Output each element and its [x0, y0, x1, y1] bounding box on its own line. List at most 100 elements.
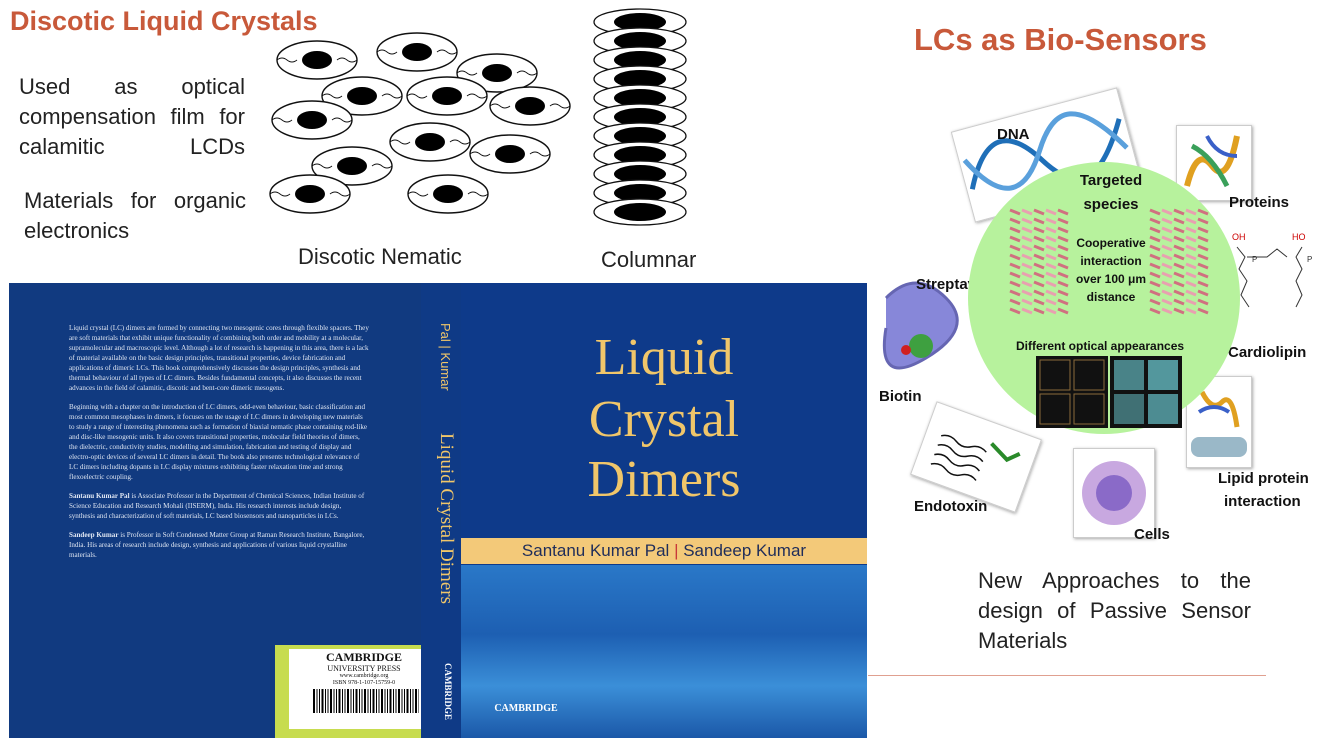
- svg-text:P: P: [1252, 255, 1257, 264]
- lc-molecule: [1045, 217, 1057, 225]
- streptavidin-image: [876, 258, 972, 390]
- targeted-label-2: species: [1083, 196, 1139, 213]
- barcode-bar: [359, 689, 360, 713]
- columnar-label: Columnar: [601, 247, 697, 272]
- lc-molecule: [1161, 235, 1173, 243]
- barcode-bar: [378, 689, 380, 713]
- barcode-bar: [333, 689, 335, 713]
- lc-molecule: [1197, 280, 1209, 288]
- barcode-bar: [319, 689, 320, 713]
- lc-molecule: [1173, 253, 1185, 261]
- barcode-bar: [355, 689, 358, 713]
- lc-molecule: [1161, 217, 1173, 225]
- organic-electronics-text: Materials for organic electronics: [24, 188, 246, 243]
- lc-molecule: [1033, 244, 1045, 252]
- lc-molecule: [1197, 253, 1209, 261]
- lc-molecule: [1009, 271, 1021, 279]
- proteins-image: [1176, 125, 1252, 201]
- lc-molecule: [1021, 307, 1033, 315]
- coop-label-2: interaction: [1080, 254, 1142, 268]
- spine-title: Liquid Crystal Dimers: [436, 433, 457, 604]
- lipid-label-line1: Lipid protein: [1218, 470, 1309, 487]
- lc-molecule: [1057, 289, 1069, 297]
- lc-molecule: [1045, 235, 1057, 243]
- front-cover: Liquid Crystal Dimers Santanu Kumar Pal …: [461, 283, 867, 738]
- optical-label: Different optical appearances: [1016, 339, 1185, 353]
- isbn: ISBN 978-1-107-15759-0: [332, 680, 396, 686]
- lc-molecule: [1033, 262, 1045, 270]
- back-cover-text: Liquid crystal (LC) dimers are formed by…: [69, 323, 369, 569]
- lc-molecule: [1173, 289, 1185, 297]
- lc-molecule: [1185, 208, 1197, 216]
- lc-molecule: [1009, 298, 1021, 306]
- barcode-bar: [384, 689, 386, 713]
- lc-molecule: [1149, 208, 1161, 216]
- spine-author: Kumar: [438, 352, 453, 391]
- barcode-bar: [321, 689, 324, 713]
- lc-molecule: [1033, 217, 1045, 225]
- front-title-line: Crystal: [588, 391, 740, 448]
- lc-molecule: [1173, 235, 1185, 243]
- barcode-bar: [364, 689, 366, 713]
- lc-molecule: [1009, 307, 1021, 315]
- lc-molecule: [1197, 262, 1209, 270]
- lc-molecule: [1173, 226, 1185, 234]
- lc-molecule: [1173, 244, 1185, 252]
- lc-molecule: [1009, 217, 1021, 225]
- publisher-url: www.cambridge.org: [339, 673, 389, 679]
- coop-label-4: distance: [1086, 290, 1136, 304]
- lc-molecule: [1197, 208, 1209, 216]
- lc-molecule: [1149, 271, 1161, 279]
- lc-molecule: [1021, 280, 1033, 288]
- optical-images: [1036, 356, 1182, 428]
- lc-molecule: [1149, 235, 1161, 243]
- publisher-box: CAMBRIDGE UNIVERSITY PRESS www.cambridge…: [289, 649, 439, 729]
- svg-text:HO: HO: [1292, 232, 1306, 242]
- barcode-bar: [393, 689, 394, 713]
- lc-molecule: [1057, 307, 1069, 315]
- lc-molecule: [1033, 235, 1045, 243]
- lc-molecule: [1045, 280, 1057, 288]
- barcode-bar: [353, 689, 354, 713]
- lc-molecule: [1161, 298, 1173, 306]
- front-authors: Santanu Kumar Pal | Sandeep Kumar: [461, 538, 867, 564]
- barcode-bar: [376, 689, 377, 713]
- lc-molecule: [1185, 244, 1197, 252]
- lc-molecule: [1021, 271, 1033, 279]
- column-disc-core: [614, 165, 666, 183]
- front-author: Sandeep Kumar: [683, 541, 807, 560]
- lc-molecule: [1045, 289, 1057, 297]
- author-bio: is Associate Professor in the Department…: [69, 492, 365, 520]
- biosensors-title: LCs as Bio-Sensors: [914, 22, 1207, 57]
- lc-molecule: [1161, 262, 1173, 270]
- lc-molecule: [1197, 298, 1209, 306]
- lc-molecule: [1173, 271, 1185, 279]
- sensor-caption: New Approaches to the design of Passive …: [978, 568, 1251, 653]
- discotic-title: Discotic Liquid Crystals: [10, 6, 318, 36]
- lc-molecule: [1197, 244, 1209, 252]
- lc-molecule: [1057, 217, 1069, 225]
- barcode-bar: [387, 689, 388, 713]
- column-disc-core: [614, 127, 666, 145]
- barcode-bar: [361, 689, 363, 713]
- barcode-bar: [395, 689, 397, 713]
- book-spine: Pal | Kumar Liquid Crystal Dimers CAMBRI…: [421, 283, 461, 738]
- lc-molecule: [1185, 307, 1197, 315]
- lipid-label-line2: interaction: [1224, 493, 1301, 510]
- author-name: Sandeep Kumar: [69, 531, 119, 539]
- lc-molecule: [1173, 280, 1185, 288]
- coop-label-1: Cooperative: [1076, 236, 1146, 250]
- spine-author: Pal: [438, 323, 453, 342]
- barcode-bar: [367, 689, 369, 713]
- lc-molecule: [1173, 217, 1185, 225]
- lc-molecule: [1149, 226, 1161, 234]
- lc-molecule: [1149, 307, 1161, 315]
- lc-molecule: [1009, 208, 1021, 216]
- lc-molecule: [1021, 289, 1033, 297]
- lc-molecule: [1185, 289, 1197, 297]
- lc-molecule: [1185, 235, 1197, 243]
- proteins-label: Proteins: [1229, 194, 1290, 211]
- divider-line: [868, 675, 1266, 676]
- barcode-bar: [370, 689, 371, 713]
- back-paragraph: Sandeep Kumar is Professor in Soft Conde…: [69, 530, 369, 560]
